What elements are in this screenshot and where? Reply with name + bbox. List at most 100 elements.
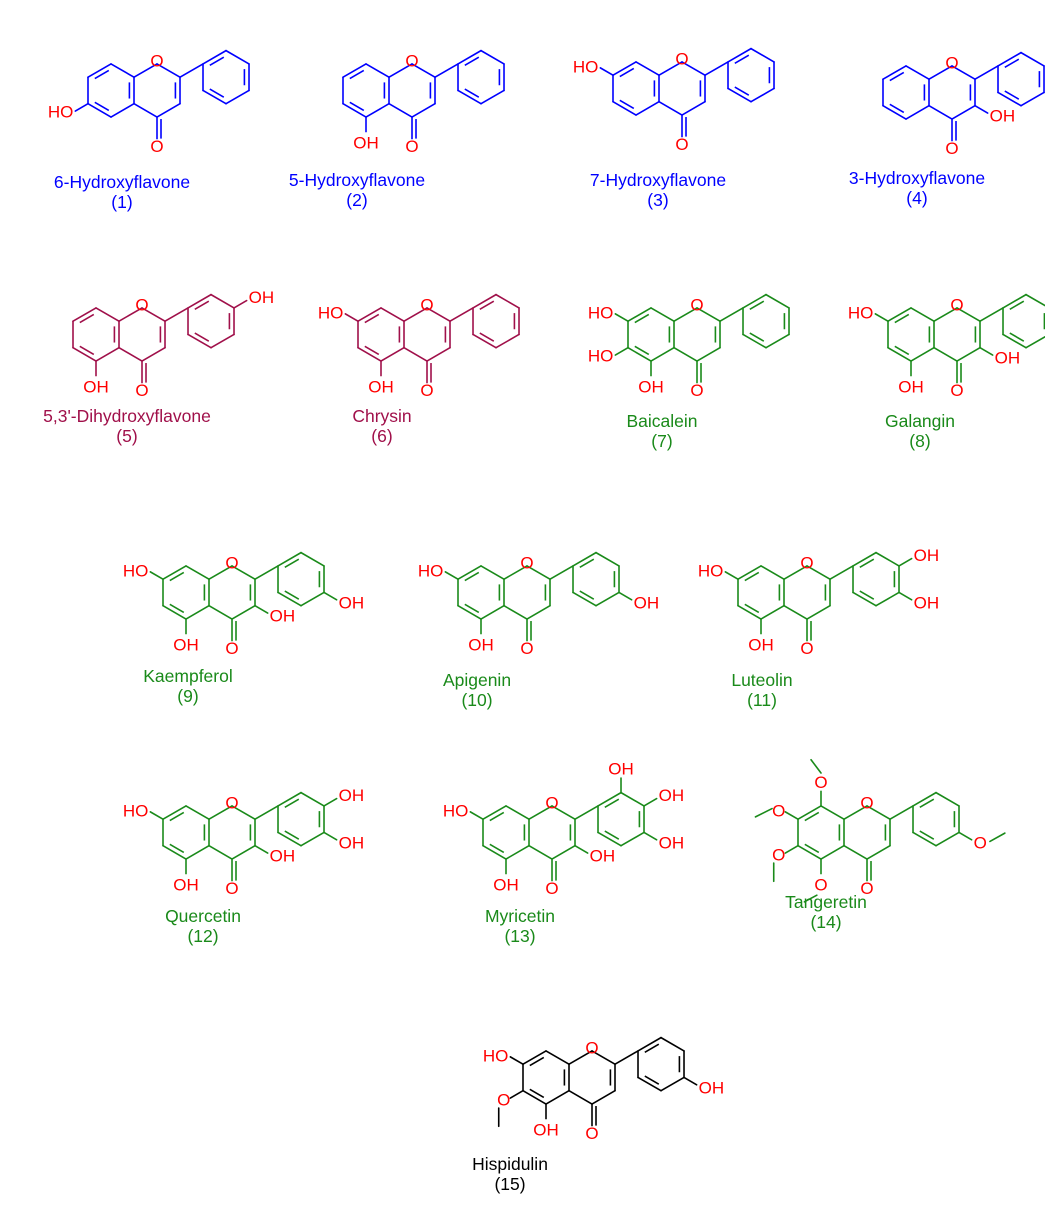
compound-name: 5-Hydroxyflavone xyxy=(289,170,425,190)
bond xyxy=(300,551,325,567)
double-bond xyxy=(619,99,635,110)
bond xyxy=(810,758,822,774)
double-bond xyxy=(79,313,95,324)
bond xyxy=(323,797,338,807)
atom-label: HO xyxy=(848,303,874,322)
bond xyxy=(820,844,845,860)
compound-number: (7) xyxy=(651,431,672,451)
compound-number: (5) xyxy=(116,426,137,446)
bond xyxy=(829,565,854,580)
bond xyxy=(388,102,413,118)
bond xyxy=(225,49,250,65)
bond xyxy=(887,346,912,362)
bond xyxy=(426,307,451,322)
bond xyxy=(551,805,576,820)
bond xyxy=(342,63,367,78)
double-bond xyxy=(859,590,875,600)
atom-label: OH xyxy=(339,786,365,805)
bond xyxy=(620,791,645,807)
bond xyxy=(505,805,530,820)
double-bond xyxy=(804,843,820,854)
bond xyxy=(635,61,660,76)
bond xyxy=(898,557,913,567)
atom-label: OH xyxy=(914,593,940,612)
bond xyxy=(300,591,325,607)
bond xyxy=(162,565,187,580)
bond xyxy=(765,333,790,349)
bond xyxy=(979,307,1004,322)
double-bond xyxy=(364,313,380,324)
bond xyxy=(905,65,930,80)
bond xyxy=(156,63,181,78)
bond xyxy=(760,604,785,620)
bond xyxy=(574,844,589,854)
bond xyxy=(958,831,973,841)
bond xyxy=(737,565,762,580)
bond xyxy=(551,844,576,860)
bond xyxy=(658,100,683,116)
double-bond xyxy=(644,1043,660,1053)
compound-name: 3-Hydroxyflavone xyxy=(849,168,985,188)
bond xyxy=(866,805,891,820)
bond xyxy=(951,104,976,120)
atom-label: OH xyxy=(898,377,924,396)
bond xyxy=(979,346,994,356)
bond xyxy=(618,591,633,601)
bond xyxy=(956,346,981,362)
bond xyxy=(572,551,597,567)
bond xyxy=(874,313,889,322)
bond xyxy=(118,346,143,362)
double-bond xyxy=(364,345,380,356)
bond xyxy=(344,313,359,322)
bond xyxy=(133,102,158,118)
bond xyxy=(149,811,164,820)
double-bond xyxy=(734,54,750,64)
bond xyxy=(208,604,233,620)
compound-name: Chrysin xyxy=(352,406,411,426)
bond xyxy=(141,307,166,322)
bond xyxy=(933,346,958,362)
bond xyxy=(974,65,999,80)
bond xyxy=(480,565,505,580)
bond xyxy=(797,844,822,860)
bond xyxy=(658,61,683,76)
bond xyxy=(528,805,553,820)
bond xyxy=(643,797,658,807)
atom-label: O xyxy=(225,639,238,658)
bond xyxy=(910,346,935,362)
bond xyxy=(480,49,505,65)
atom-label: O xyxy=(150,51,163,70)
bond xyxy=(365,63,390,78)
compound-name: Luteolin xyxy=(731,670,792,690)
atom-label: O xyxy=(135,295,148,314)
bond xyxy=(989,832,1006,843)
atom-label: OH xyxy=(995,349,1021,368)
bond xyxy=(597,831,622,847)
bond xyxy=(887,307,912,322)
bond xyxy=(495,293,520,309)
bond xyxy=(882,65,907,80)
bond xyxy=(820,805,845,820)
atom-label: OH xyxy=(339,593,365,612)
bond xyxy=(231,604,256,620)
bond xyxy=(637,1036,662,1052)
bond xyxy=(469,811,484,820)
double-bond xyxy=(94,101,110,112)
bond xyxy=(750,87,775,103)
bond xyxy=(852,591,877,607)
atom-label: O xyxy=(772,846,785,865)
bond xyxy=(595,551,620,567)
atom-label: O xyxy=(675,135,688,154)
bond xyxy=(956,307,981,322)
bond xyxy=(614,1050,639,1065)
bond xyxy=(388,63,413,78)
